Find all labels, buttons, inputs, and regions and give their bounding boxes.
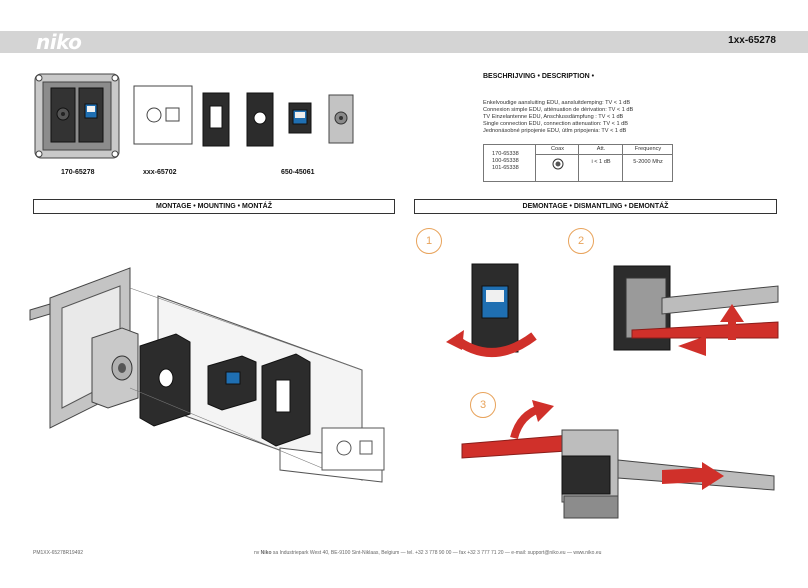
section-dismantling-title: DEMONTAGE • DISMANTLING • DEMONTÁŽ (414, 199, 777, 214)
description-lines: Enkelvoudige aansluiting EDU, aansluitde… (483, 100, 633, 135)
spec-col-frequency: Frequency 5-2000 Mhz (622, 145, 673, 181)
spec-header-frequency: Frequency (634, 146, 662, 152)
product-xxx-65702-illustration (133, 85, 193, 145)
brand-logo: niko (36, 30, 82, 54)
spec-table: 170-65338 100-65338 101-65338 Coax Att. … (483, 144, 673, 182)
description-line: Connexion simple EDU, atténuation de dér… (483, 107, 634, 113)
footer-company-prefix: nv (254, 550, 260, 556)
spec-code: 101-65338 (492, 165, 519, 171)
spec-value-att: i < 1 dB (591, 159, 611, 165)
footer-company-suffix: sa (272, 550, 279, 556)
header-bar (0, 31, 808, 53)
step-2-badge: 2 (568, 228, 594, 254)
footer-address: Industriepark West 40, BE-9100 Sint-Nikl… (279, 550, 602, 556)
spec-value-frequency: 5-2000 Mhz (633, 159, 663, 165)
spec-col-att: Att. i < 1 dB (578, 145, 623, 181)
spec-header-att: Att. (596, 146, 606, 152)
description-line: Enkelvoudige aansluiting EDU, aansluitde… (483, 100, 631, 106)
description-title: BESCHRIJVING • DESCRIPTION • (483, 73, 595, 80)
step-2-illustration (613, 265, 779, 356)
footer-company-name: Niko (260, 550, 272, 556)
spec-header-divider (535, 154, 672, 155)
socket-frame-illustration (202, 92, 230, 147)
spec-code: 170-65338 (492, 151, 519, 157)
coax-connector-icon (552, 158, 564, 170)
step-3-illustration (461, 400, 775, 519)
step-3-badge: 3 (470, 392, 496, 418)
step-1-badge: 1 (416, 228, 442, 254)
footer-document-code: PM1XX-65278R19492 (33, 550, 84, 556)
product-code-650-45061: 650-45061 (281, 169, 315, 176)
step-1-illustration (446, 263, 537, 357)
product-code-xxx-65702: xxx-65702 (143, 169, 177, 176)
mounting-exploded-illustration (29, 267, 385, 483)
section-mounting-title: MONTAGE • MOUNTING • MONTÁŽ (33, 199, 395, 214)
rj-module-illustration (288, 102, 312, 134)
footer-company-info: nv Niko sa Industriepark West 40, BE-910… (254, 550, 601, 556)
coax-module-illustration (328, 94, 354, 144)
coax-frame-illustration (246, 92, 274, 147)
description-line: Single connection EDU, connection attenu… (483, 121, 628, 127)
product-170-65278-illustration (34, 73, 120, 159)
spec-code: 100-65338 (492, 158, 519, 164)
document-reference: 1xx-65278 (728, 35, 776, 46)
description-line: TV Einzelantenne EDU, Anschlussdämpfung … (483, 114, 624, 120)
spec-codes: 170-65338 100-65338 101-65338 (492, 151, 519, 172)
spec-header-coax: Coax (550, 146, 565, 152)
product-code-170-65278: 170-65278 (61, 169, 95, 176)
spec-col-coax: Coax (535, 145, 579, 181)
description-line: Jednonásobné pripojenie EDU, útlm pripoj… (483, 128, 627, 134)
